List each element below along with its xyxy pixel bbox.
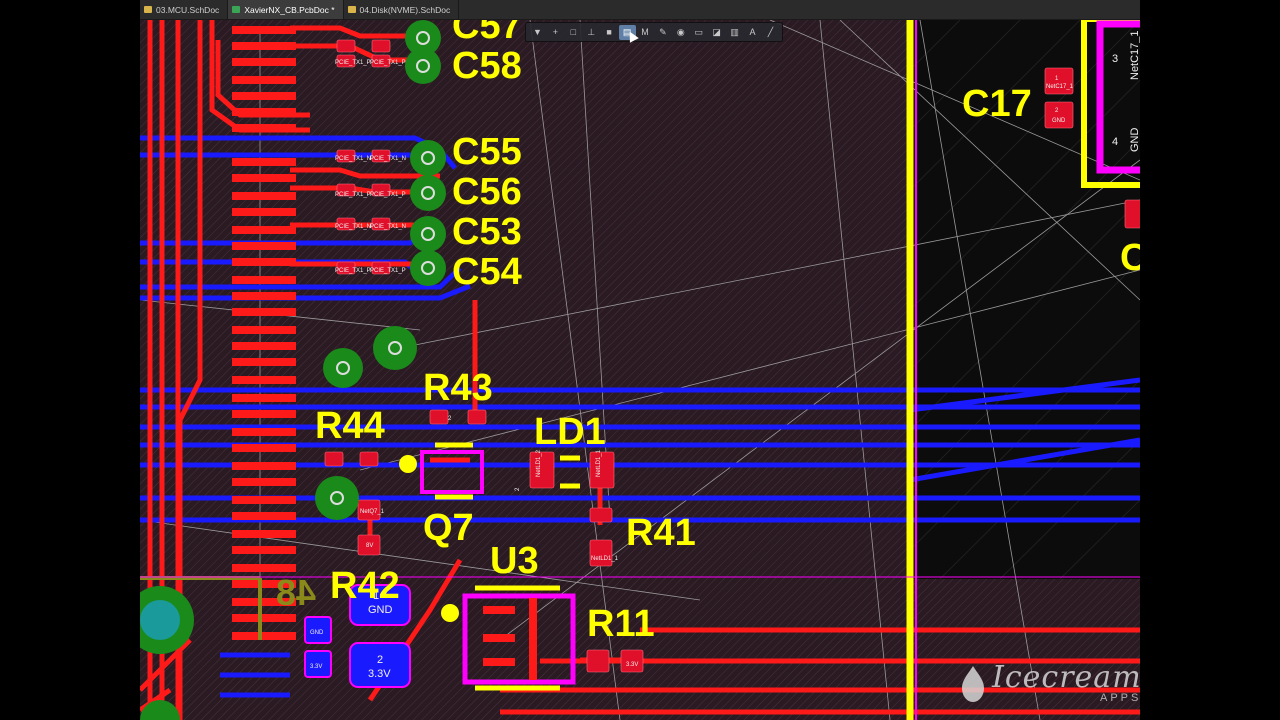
designator-c17: C17 (962, 83, 1032, 125)
pin1-markers (399, 455, 459, 622)
watermark-sub: APPS (1100, 692, 1140, 704)
svg-text:2: 2 (448, 416, 452, 422)
tab-label: 03.MCU.SchDoc (156, 4, 220, 15)
designator-c58: C58 (452, 45, 522, 87)
tab-mcu-schdoc[interactable]: 03.MCU.SchDoc (140, 0, 229, 19)
folder-icon (347, 6, 356, 13)
svg-text:PCIE_TX1_P: PCIE_TX1_P (370, 268, 406, 274)
svg-text:GND: GND (310, 630, 324, 636)
align-icon[interactable]: ⊥ (587, 26, 596, 37)
chart-icon[interactable]: ▥ (730, 26, 739, 37)
svg-text:PCIE_TX1_N: PCIE_TX1_N (370, 224, 406, 230)
pcb-editor-window: 03.MCU.SchDoc XavierNX_CB.PcbDoc * 04.Di… (140, 0, 1140, 720)
designator-ld1: LD1 (534, 411, 606, 453)
designator-labels: C57 C58 C55 C56 C53 C54 R43 R44 LD1 Q7 R… (315, 19, 1140, 645)
svg-text:2: 2 (515, 487, 521, 491)
svg-text:1: 1 (1055, 76, 1059, 82)
connector-j-pin-labels: 3 4 NetC17_1 GND (1112, 30, 1140, 152)
svg-text:8V: 8V (366, 543, 373, 549)
via-icon[interactable]: ◉ (676, 26, 685, 37)
svg-text:NetLD1_2: NetLD1_2 (536, 449, 542, 477)
svg-text:PCIE_TX1_P: PCIE_TX1_P (335, 60, 371, 66)
icecream-logo-icon (962, 666, 984, 702)
tab-label: 04.Disk(NVME).SchDoc (359, 4, 451, 15)
filter-icon[interactable]: ▼ (533, 27, 542, 37)
fill-icon[interactable]: ✎ (659, 26, 667, 37)
add-icon[interactable]: + (552, 27, 559, 37)
svg-text:NetC17_1: NetC17_1 (1129, 30, 1140, 80)
pcb-canvas[interactable]: PCIE_TX1_P PCIE_TX1_P PCIE_TX1_N PCIE_TX… (140, 19, 1140, 720)
svg-text:PCIE_TX1_P: PCIE_TX1_P (335, 192, 371, 198)
designator-j48: 48 (276, 572, 316, 613)
tab-xaviernx-pcbdoc[interactable]: XavierNX_CB.PcbDoc * (228, 0, 344, 19)
svg-text:4: 4 (1112, 136, 1118, 148)
designator-c55: C55 (452, 131, 522, 173)
designator-c53: C53 (452, 211, 522, 253)
designator-c57: C57 (452, 19, 522, 47)
region-icon[interactable]: ▭ (694, 26, 704, 37)
svg-text:PCIE_TX1_P: PCIE_TX1_P (370, 192, 406, 198)
svg-text:3: 3 (1112, 53, 1118, 65)
folder-icon (144, 6, 152, 13)
svg-text:PCIE_TX1_P: PCIE_TX1_P (335, 268, 371, 274)
svg-text:NetLD1_1: NetLD1_1 (591, 556, 619, 562)
bottom-layer-traces (140, 135, 1140, 698)
svg-text:PCIE_TX1_N: PCIE_TX1_N (335, 224, 371, 230)
svg-text:1: 1 (373, 590, 379, 602)
tab-disk-nvme-schdoc[interactable]: 04.Disk(NVME).SchDoc (344, 0, 460, 19)
designator-r44: R44 (315, 405, 385, 447)
svg-text:GND: GND (1129, 128, 1140, 153)
component-icon[interactable]: ■ (606, 27, 612, 37)
svg-text:PCIE_TX1_N: PCIE_TX1_N (335, 156, 371, 162)
blue-bottom-pads (304, 584, 411, 688)
select-rect-icon[interactable]: □ (570, 27, 577, 37)
svg-text:2: 2 (1055, 108, 1059, 114)
svg-text:NetQ7_1: NetQ7_1 (360, 509, 385, 515)
route-icon[interactable]: ▤ (618, 24, 636, 40)
svg-text:PCIE_TX1_P: PCIE_TX1_P (370, 60, 406, 66)
line-icon[interactable]: ╱ (767, 26, 774, 37)
svg-text:GND: GND (368, 604, 393, 616)
svg-text:NetC17_1: NetC17_1 (1046, 84, 1074, 90)
pin-icon[interactable]: M (641, 27, 649, 37)
dimension-icon[interactable]: ◪ (712, 26, 721, 37)
designator-r43: R43 (423, 367, 493, 409)
tab-label: XavierNX_CB.PcbDoc * (244, 4, 335, 15)
vias (140, 20, 446, 720)
designator-r11: R11 (587, 603, 655, 645)
svg-text:NetLD1_1: NetLD1_1 (596, 449, 602, 477)
designator-c-partial: C (1120, 237, 1140, 279)
svg-text:3.3V: 3.3V (310, 664, 322, 670)
svg-text:PCIE_TX1_N: PCIE_TX1_N (370, 156, 406, 162)
designator-r41: R41 (626, 512, 696, 554)
designator-mirrored: 48 (276, 572, 316, 613)
text-icon[interactable]: A (749, 27, 756, 37)
blue-pad-labels: 1 GND 2 3.3V (368, 590, 393, 680)
document-tab-bar: 03.MCU.SchDoc XavierNX_CB.PcbDoc * 04.Di… (140, 0, 1140, 20)
svg-text:3.3V: 3.3V (626, 662, 638, 668)
pad-labels: PCIE_TX1_P PCIE_TX1_P PCIE_TX1_N PCIE_TX… (310, 60, 1074, 670)
designator-c54: C54 (452, 251, 522, 293)
component-outlines (140, 19, 1140, 720)
svg-text:3.3V: 3.3V (368, 668, 391, 680)
svg-text:2: 2 (377, 654, 383, 666)
designator-c56: C56 (452, 171, 522, 213)
designator-r42: R42 (330, 565, 400, 607)
watermark-brand: Icecream (992, 660, 1140, 695)
svg-text:GND: GND (1052, 118, 1066, 124)
designator-q7: Q7 (423, 507, 474, 549)
designator-u3: U3 (490, 540, 539, 582)
connector-pad-rows (232, 26, 296, 640)
pcb-doc-icon (232, 6, 241, 13)
small-pads (324, 39, 1140, 673)
active-bar-toolbar: ▼ + □ ⊥ ■ ▤ M ✎ ◉ ▭ ◪ ▥ A ╱ (525, 22, 783, 42)
